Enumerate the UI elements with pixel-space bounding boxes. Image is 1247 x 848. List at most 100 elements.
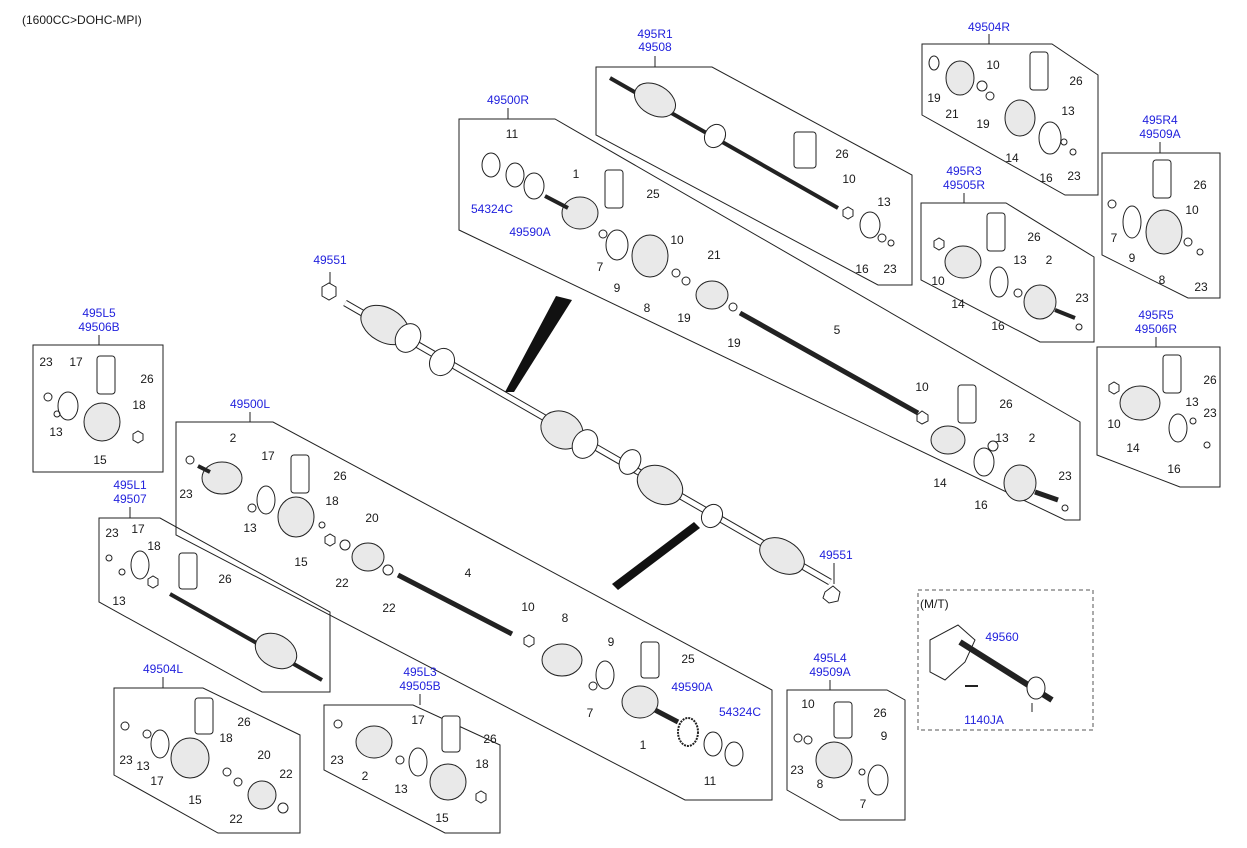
ref-15: 15 [188, 793, 202, 807]
ref-13: 13 [1061, 104, 1075, 118]
code-49506r[interactable]: 49506R [1135, 322, 1177, 336]
code-495r5[interactable]: 495R5 [1138, 308, 1174, 322]
ref-2: 2 [230, 431, 237, 445]
ref-7: 7 [587, 706, 594, 720]
ref-19: 19 [976, 117, 990, 131]
ref-13: 13 [243, 521, 257, 535]
code-49551-top[interactable]: 49551 [313, 253, 347, 267]
kit-495r4 [1107, 159, 1204, 256]
code-49504r[interactable]: 49504R [968, 20, 1010, 34]
ref-16: 16 [855, 262, 869, 276]
ref-23: 23 [1194, 280, 1208, 294]
code-49506b[interactable]: 49506B [78, 320, 119, 334]
code-495l4[interactable]: 495L4 [813, 651, 847, 665]
ref-26: 26 [873, 706, 887, 720]
code-495l1[interactable]: 495L1 [113, 478, 147, 492]
code-49504l[interactable]: 49504L [143, 662, 183, 676]
ref-15: 15 [435, 811, 449, 825]
ref-7: 7 [597, 260, 604, 274]
ref-15: 15 [93, 453, 107, 467]
code-495r1[interactable]: 495R1 [637, 27, 673, 41]
ref-10: 10 [1185, 203, 1199, 217]
kit-495l4 [793, 701, 889, 796]
ref-10: 10 [801, 697, 815, 711]
ref-16: 16 [974, 498, 988, 512]
code-49505r[interactable]: 49505R [943, 178, 985, 192]
ref-22: 22 [382, 601, 396, 615]
group-box-495r5 [1096, 346, 1221, 488]
code-495l5[interactable]: 495L5 [82, 306, 116, 320]
ref-18: 18 [475, 757, 489, 771]
code-54324c-left[interactable]: 54324C [719, 705, 761, 719]
ref-23: 23 [330, 753, 344, 767]
ref-25: 25 [646, 187, 660, 201]
ref-11: 11 [704, 774, 717, 788]
ref-23: 23 [105, 526, 119, 540]
code-49500r[interactable]: 49500R [487, 93, 529, 107]
code-49560[interactable]: 49560 [985, 630, 1019, 644]
ref-18: 18 [325, 494, 339, 508]
main-shaft-assembly [321, 282, 841, 604]
shaft-495r1 [609, 76, 895, 247]
code-49507[interactable]: 49507 [113, 492, 147, 506]
mt-label: (M/T) [920, 597, 949, 611]
ref-1: 1 [573, 167, 580, 181]
group-box-495l4 [786, 689, 906, 821]
code-49509a-right[interactable]: 49509A [1139, 127, 1180, 141]
ref-17: 17 [411, 713, 425, 727]
intermediate-shaft-mt [929, 624, 1054, 703]
code-49505b[interactable]: 49505B [399, 679, 440, 693]
ref-10: 10 [670, 233, 684, 247]
callout-wedge-upper [505, 296, 572, 392]
ref-2: 2 [1029, 431, 1036, 445]
group-box-495l5 [32, 344, 164, 473]
code-49551-bottom[interactable]: 49551 [819, 548, 853, 562]
ref-17: 17 [261, 449, 275, 463]
ref-10: 10 [842, 172, 856, 186]
group-box-49500l [175, 421, 773, 801]
kit-49500l [185, 454, 744, 767]
ref-16: 16 [1039, 171, 1053, 185]
code-54324c-right[interactable]: 54324C [471, 202, 513, 216]
ref-26: 26 [1193, 178, 1207, 192]
code-495l3[interactable]: 495L3 [403, 665, 437, 679]
ref-10: 10 [521, 600, 535, 614]
code-49590a-left[interactable]: 49590A [671, 680, 712, 694]
ref-13: 13 [1013, 253, 1027, 267]
ref-18: 18 [219, 731, 233, 745]
ref-26: 26 [999, 397, 1013, 411]
ref-19b: 19 [727, 336, 741, 350]
code-49508[interactable]: 49508 [638, 40, 672, 54]
kit-49500r [481, 152, 1069, 512]
ref-10b: 10 [915, 380, 929, 394]
kit-495r5 [1108, 354, 1211, 449]
ref-19a: 19 [677, 311, 691, 325]
ref-8: 8 [1159, 273, 1166, 287]
ref-26: 26 [483, 732, 497, 746]
ref-2: 2 [1046, 253, 1053, 267]
ref-14: 14 [1126, 441, 1140, 455]
ref-13: 13 [394, 782, 408, 796]
ref-26: 26 [835, 147, 849, 161]
ref-20: 20 [257, 748, 271, 762]
group-box-495r1 [595, 66, 913, 286]
ref-15: 15 [294, 555, 308, 569]
ref-7: 7 [860, 797, 867, 811]
code-49500l[interactable]: 49500L [230, 397, 270, 411]
code-49590a-right[interactable]: 49590A [509, 225, 550, 239]
code-49509a-left[interactable]: 49509A [809, 665, 850, 679]
code-495r3[interactable]: 495R3 [946, 164, 982, 178]
group-box-495r4 [1101, 152, 1221, 299]
code-1140ja[interactable]: 1140JA [964, 713, 1004, 727]
ref-23: 23 [1067, 169, 1081, 183]
ref-9: 9 [608, 635, 615, 649]
kit-495r3 [933, 212, 1083, 331]
code-495r4[interactable]: 495R4 [1142, 113, 1178, 127]
ref-8: 8 [562, 611, 569, 625]
ref-26: 26 [333, 469, 347, 483]
engine-note: (1600CC>DOHC-MPI) [22, 13, 142, 27]
reference-numbers: 1 11 25 10 21 7 9 8 19 19 5 10 26 13 2 1… [39, 58, 1217, 826]
ref-26: 26 [1027, 230, 1041, 244]
ref-14: 14 [1005, 151, 1019, 165]
leader-lines [98, 34, 1161, 712]
